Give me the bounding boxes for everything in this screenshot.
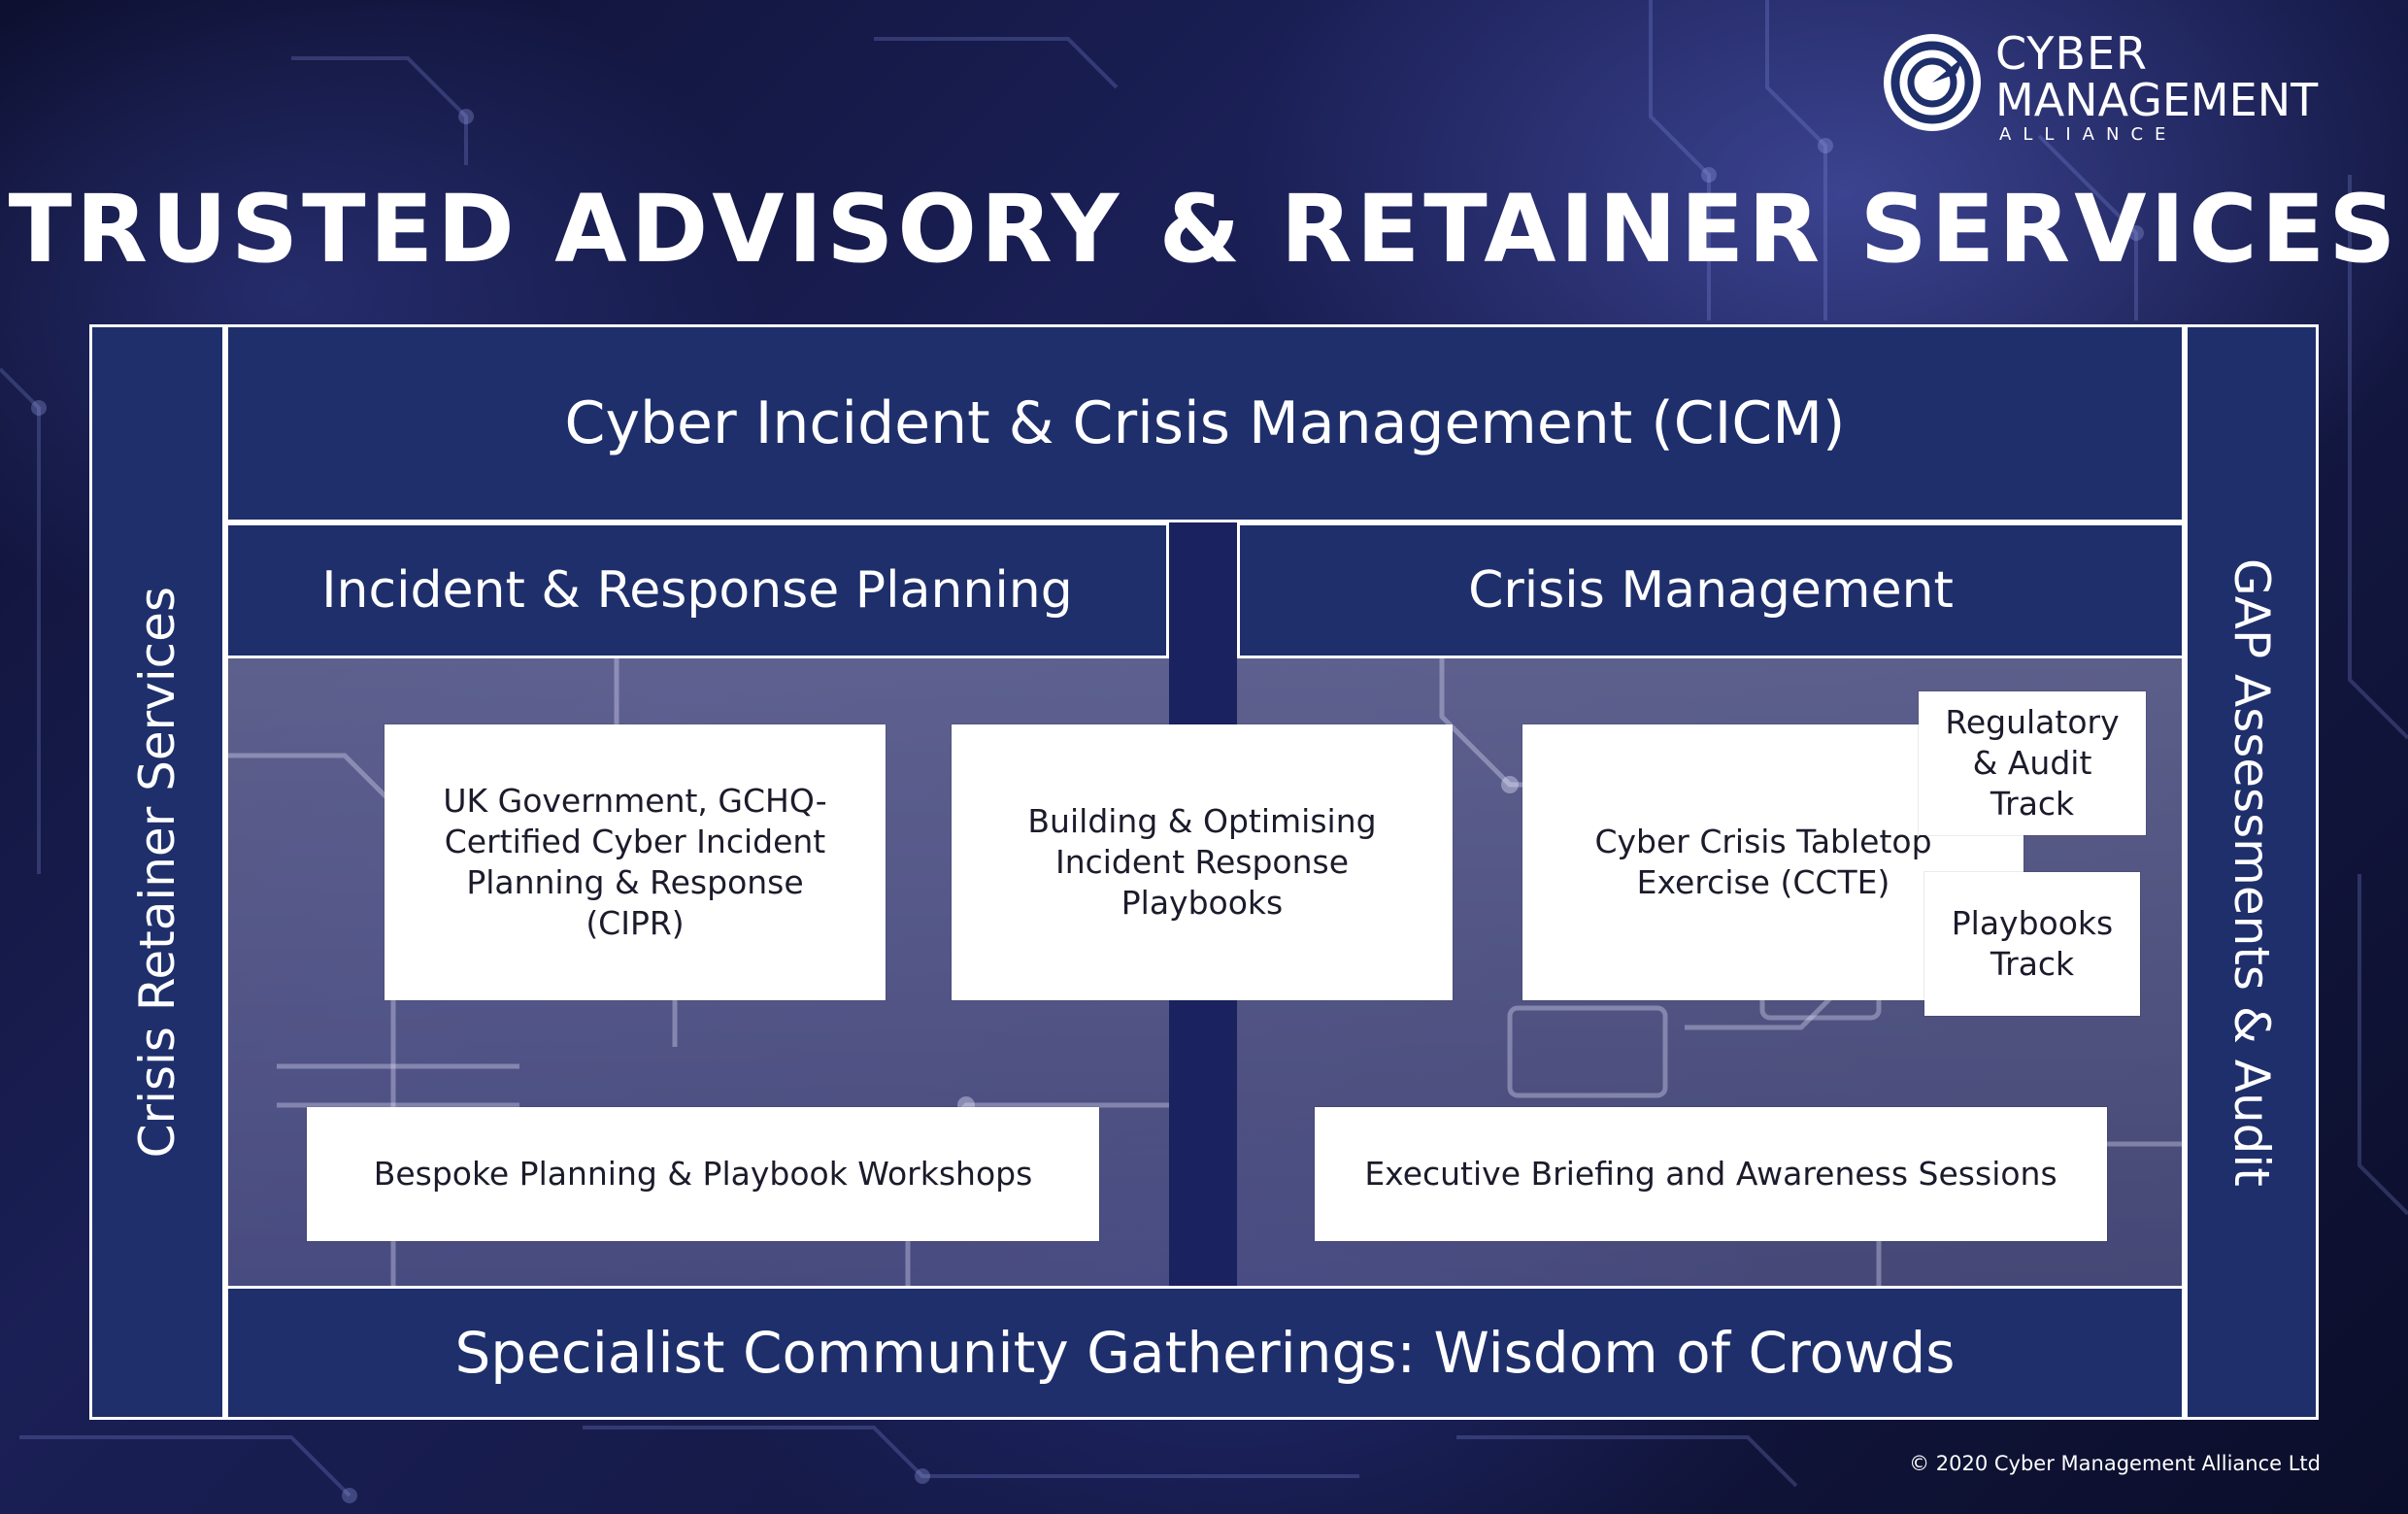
logo-line-management: MANAGEMENT (1995, 74, 2319, 126)
workshops-label: Bespoke Planning & Playbook Workshops (373, 1154, 1033, 1193)
logo-line-cyber: CYBER (1995, 27, 2148, 80)
regulatory-track-box: Regulatory & Audit Track (1919, 691, 2146, 835)
ccte-label: Cyber Crisis Tabletop Exercise (CCTE) (1594, 822, 1932, 901)
left-side-label: Crisis Retainer Services (129, 586, 185, 1159)
regulatory-track-label: Regulatory & Audit Track (1945, 702, 2120, 824)
top-band-cicm: Cyber Incident & Crisis Management (CICM… (225, 324, 2185, 522)
left-header-incident-response: Incident & Response Planning (225, 522, 1169, 658)
cipr-box: UK Government, GCHQ-Certified Cyber Inci… (385, 724, 886, 1000)
copyright-notice: © 2020 Cyber Management Alliance Ltd (1909, 1452, 2321, 1475)
right-side-label: GAP Assessments & Audit (2224, 557, 2280, 1187)
right-header-crisis-management: Crisis Management (1237, 522, 2185, 658)
playbooks-label: Building & Optimising Incident Response … (1027, 801, 1377, 923)
playbooks-box: Building & Optimising Incident Response … (952, 724, 1453, 1000)
bottom-band: Specialist Community Gatherings: Wisdom … (225, 1286, 2185, 1420)
page-title: TRUSTED ADVISORY & RETAINER SERVICES (8, 175, 2400, 284)
logo-icon (1884, 34, 1981, 131)
right-side-band: GAP Assessments & Audit (2185, 324, 2319, 1420)
brand-logo: CYBER MANAGEMENT ALLIANCE (1879, 29, 2325, 146)
playbooks-track-box: Playbooks Track (1924, 872, 2140, 1016)
executive-briefing-label: Executive Briefing and Awareness Session… (1364, 1154, 2057, 1193)
logo-line-alliance: ALLIANCE (1999, 124, 2178, 145)
workshops-box: Bespoke Planning & Playbook Workshops (307, 1107, 1099, 1241)
cipr-label: UK Government, GCHQ-Certified Cyber Inci… (443, 781, 827, 943)
executive-briefing-box: Executive Briefing and Awareness Session… (1315, 1107, 2107, 1241)
playbooks-track-label: Playbooks Track (1951, 903, 2114, 983)
left-side-band: Crisis Retainer Services (89, 324, 225, 1420)
logo-wordmark: CYBER MANAGEMENT ALLIANCE (1995, 31, 2318, 144)
